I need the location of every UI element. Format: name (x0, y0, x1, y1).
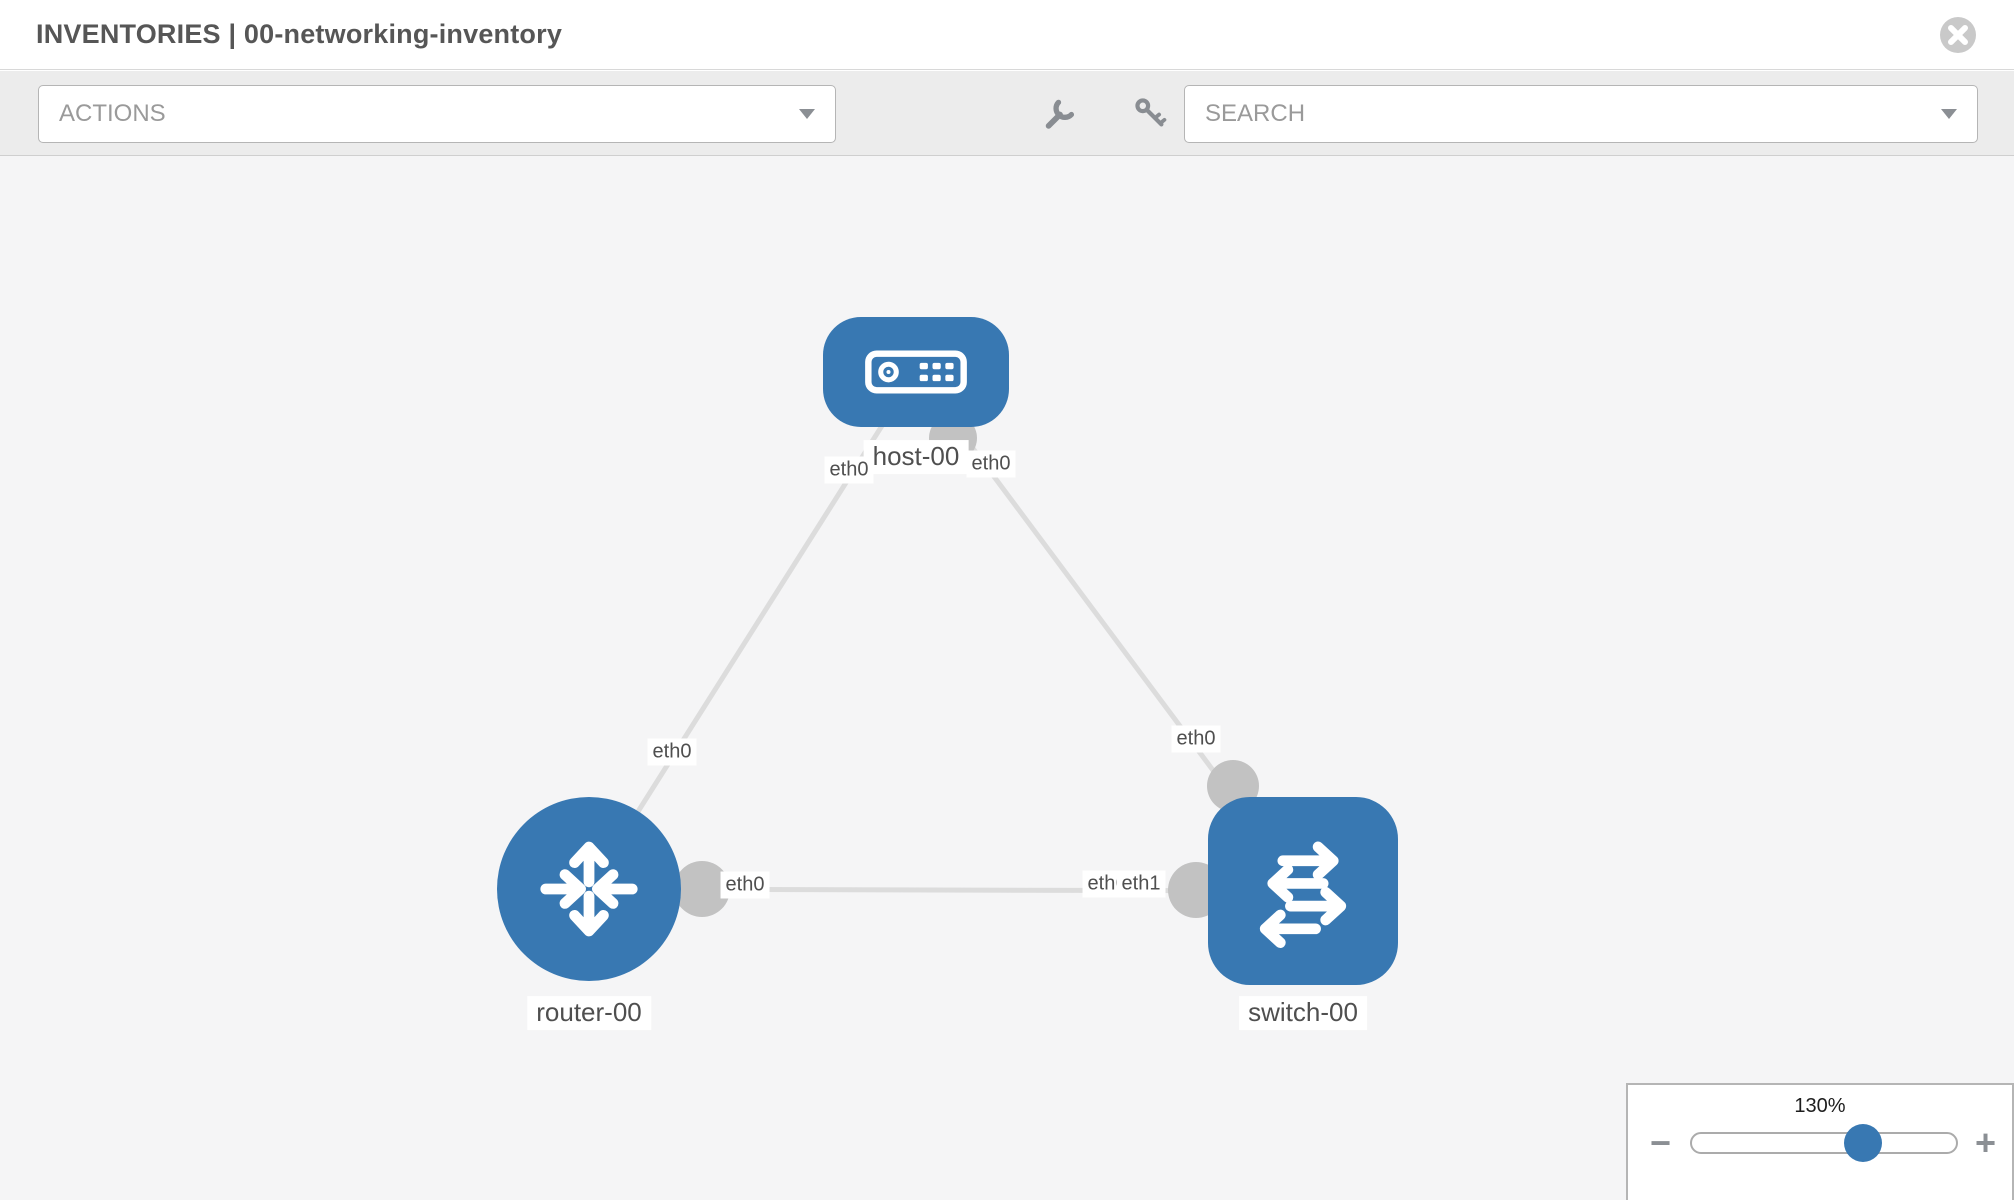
router-icon (540, 841, 638, 937)
key-button[interactable] (1130, 94, 1170, 134)
actions-dropdown-label: ACTIONS (59, 100, 166, 127)
toolbar: ACTIONS SEARCH (0, 71, 2014, 156)
zoom-level: 130% (1794, 1095, 1846, 1117)
links-layer (586, 370, 1306, 918)
zoom-slider-handle[interactable] (1843, 1124, 1882, 1162)
node-label-router-00: router-00 (527, 996, 651, 1030)
close-icon (1940, 16, 1976, 53)
search-dropdown[interactable]: SEARCH (1184, 85, 1978, 143)
host-icon (865, 350, 967, 394)
key-icon (1135, 98, 1167, 127)
interface-label: eth0 (824, 456, 874, 484)
zoom-panel: 130% − + (1626, 1083, 2014, 1200)
interface-label: eth0 (966, 450, 1016, 478)
close-button[interactable] (1938, 15, 1978, 55)
interface-label: eth1 (1116, 870, 1166, 898)
node-label-host-00: host-00 (863, 440, 969, 474)
topology-canvas[interactable]: host-00 router-00 switch-00 eth0 eth0 eth0 eth… (0, 156, 2014, 1200)
zoom-slider[interactable] (1690, 1124, 1958, 1162)
node-switch-00[interactable] (1208, 797, 1398, 985)
interface-label: eth0 (647, 738, 697, 766)
switch-icon (1259, 841, 1347, 949)
node-label-switch-00: switch-00 (1239, 996, 1367, 1030)
node-host-00[interactable] (823, 317, 1009, 427)
interface-label: eth0 (1171, 725, 1221, 753)
chevron-down-icon (1941, 109, 1957, 119)
zoom-out-button[interactable]: − (1650, 1122, 1672, 1163)
page-title: INVENTORIES | 00-networking-inventory (36, 19, 563, 49)
interface-label: eth0 (720, 871, 770, 899)
chevron-down-icon (799, 109, 815, 119)
actions-dropdown[interactable]: ACTIONS (38, 85, 836, 143)
search-dropdown-label: SEARCH (1205, 100, 1306, 127)
interface-connector (674, 861, 730, 917)
wrench-icon (1045, 99, 1075, 129)
zoom-in-button[interactable]: + (1974, 1122, 1996, 1163)
panel-header: INVENTORIES | 00-networking-inventory (0, 0, 2014, 70)
tools-button[interactable] (1040, 94, 1080, 134)
tool-buttons (1040, 85, 1170, 143)
node-router-00[interactable] (497, 797, 681, 981)
